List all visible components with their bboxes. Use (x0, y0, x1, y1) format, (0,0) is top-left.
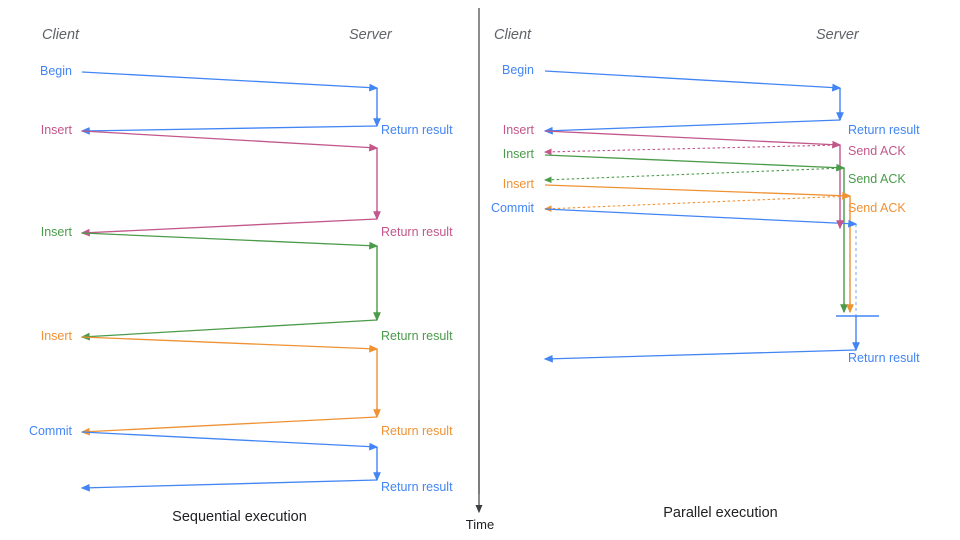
message-arrow (81, 431, 379, 451)
message-label: Insert (502, 147, 534, 161)
message-arrow (80, 319, 378, 341)
message-arrow (81, 130, 379, 152)
message-arrow (544, 154, 846, 172)
message-arrow (80, 479, 378, 492)
message-label: Return result (381, 123, 453, 137)
message-arrow (80, 125, 378, 135)
message-arrow (80, 416, 378, 436)
message-label: Begin (40, 64, 72, 78)
message-label: Insert (40, 225, 72, 239)
message-label: Insert (40, 329, 72, 343)
message-arrow (543, 349, 857, 363)
message-arrow (543, 144, 841, 156)
lane-title-client-parallel: Client (494, 27, 532, 43)
message-arrow (80, 218, 378, 237)
caption-sequential-execution: Sequential execution (172, 509, 307, 525)
message-arrow (544, 70, 842, 92)
message-label: Commit (490, 201, 534, 215)
message-label: Send ACK (848, 201, 906, 215)
message-label: Send ACK (848, 172, 906, 186)
message-label: Return result (381, 225, 453, 239)
message-arrow (543, 119, 841, 135)
message-arrow (543, 167, 845, 184)
message-lines-layer (80, 70, 879, 492)
message-label: Return result (848, 351, 920, 365)
message-label: Send ACK (848, 144, 906, 158)
message-arrow (81, 71, 379, 92)
message-arrow (544, 184, 852, 200)
time-axis-label: Time (465, 517, 495, 532)
message-label: Return result (381, 424, 453, 438)
lane-title-server-sequential: Server (349, 27, 392, 43)
message-arrow (544, 130, 842, 149)
caption-parallel-execution: Parallel execution (663, 505, 778, 521)
lane-title-server-parallel: Server (816, 27, 859, 43)
message-label: Insert (40, 123, 72, 137)
message-label: Commit (28, 424, 72, 438)
message-label: Return result (381, 480, 453, 494)
message-label: Insert (502, 123, 534, 137)
message-label: Return result (381, 329, 453, 343)
message-arrow (81, 232, 379, 250)
message-arrow (543, 195, 851, 213)
message-label: Return result (848, 123, 920, 137)
message-label: Insert (502, 177, 534, 191)
message-label: Begin (502, 63, 534, 77)
lane-title-client-sequential: Client (42, 27, 80, 43)
message-arrow (81, 336, 379, 353)
message-arrow (544, 208, 858, 228)
